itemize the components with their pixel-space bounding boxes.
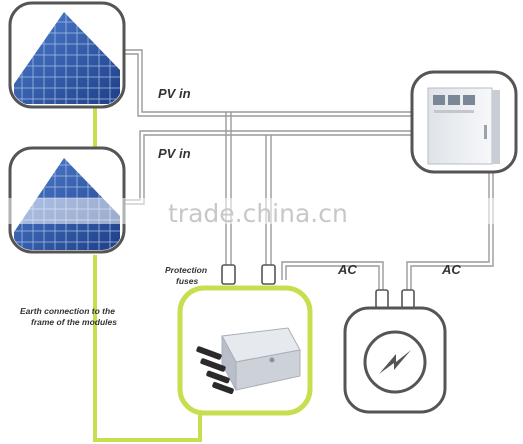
ac-fuse-1 [375, 289, 389, 309]
ac-cable-left [281, 261, 384, 290]
watermark-band [0, 198, 523, 224]
label-earth-line1: Earth connection to the [20, 306, 115, 316]
fuse-2 [261, 264, 276, 285]
junction-box [177, 285, 313, 416]
label-ac-right: AC [441, 262, 461, 277]
pv-cable-bottom [122, 130, 412, 205]
junction-box-icon [196, 327, 301, 395]
label-ac-left: AC [337, 262, 357, 277]
label-pv-in-bottom: PV in [158, 146, 191, 161]
earth-wire [93, 105, 202, 442]
watermark-text: trade.china.cn [168, 199, 348, 228]
ac-fuse-2 [401, 289, 415, 309]
inverter-cabinet [410, 70, 518, 174]
fuse-1 [221, 264, 236, 285]
label-fuses: fuses [176, 276, 198, 286]
lightning-bolt-icon [379, 350, 411, 374]
label-pv-in-top: PV in [158, 86, 191, 101]
pv-cable-top [122, 49, 412, 117]
solar-panel-icon [14, 12, 120, 104]
label-earth-line2: frame of the modules [31, 317, 117, 327]
grid-meter [343, 306, 447, 414]
label-protection: Protection [165, 265, 207, 275]
inverter-cabinet-icon [427, 87, 500, 165]
solar-panel-1 [8, 1, 126, 109]
